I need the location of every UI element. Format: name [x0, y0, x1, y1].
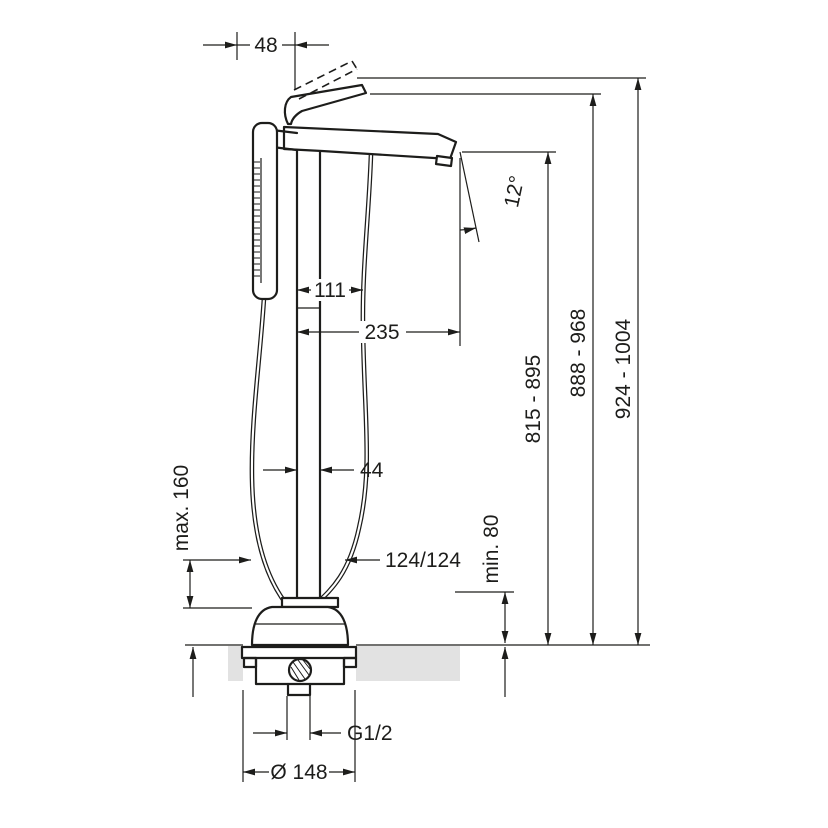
dim-label-g12: G1/2 [347, 722, 393, 745]
dim-spout-outlet-height: 815 - 895 [462, 151, 556, 645]
hand-shower-hose-inner [250, 297, 288, 606]
floor-mounting-body [240, 645, 358, 697]
hand-shower [251, 121, 279, 301]
dim-spout-angle: 12° [459, 151, 529, 243]
mixer-hose [314, 153, 374, 606]
floor-slab-left [228, 646, 243, 681]
mounting-bolt-right [342, 656, 358, 669]
dim-label-48: 48 [254, 34, 277, 57]
adjustment-nut [287, 657, 313, 683]
dim-hose-lengths: 124/124 [345, 549, 461, 572]
faucet-fixture [240, 60, 458, 697]
dim-hose-clearance: max. 160 [170, 465, 252, 609]
dim-label-44: 44 [360, 459, 384, 482]
dim-label-815-895: 815 - 895 [522, 355, 545, 444]
dim-label-12deg: 12° [500, 174, 529, 210]
dim-base-diameter: Ø 148 [242, 690, 356, 784]
nut-hatch [290, 659, 311, 681]
dim-label-max160: max. 160 [170, 465, 193, 551]
mounting-flange [240, 645, 358, 660]
dim-connection-thread: G1/2 [253, 696, 393, 745]
base-collar [280, 596, 340, 609]
spout-body [282, 125, 458, 161]
dim-label-min80: min. 80 [480, 515, 503, 584]
base-escutcheon [250, 605, 350, 647]
mixer-hose-inner [315, 153, 373, 605]
handle-raised-outline-2 [298, 68, 358, 100]
dim-label-888-968: 888 - 968 [567, 309, 590, 398]
dim-floor-clearance: min. 80 [455, 515, 514, 697]
dim-riser-width: 44 [263, 459, 384, 482]
dim-hose-offset: 111 [297, 279, 363, 302]
aerator [434, 154, 454, 168]
dim-label-235: 235 [364, 321, 399, 344]
dim-total-height: 924 - 1004 [357, 77, 646, 645]
mounting-housing [254, 656, 346, 686]
lever-handle [283, 83, 368, 126]
dim-label-924-1004: 924 - 1004 [612, 318, 635, 419]
dim-spout-reach: 235 [297, 158, 461, 346]
handle-raised-outline-tip [351, 60, 358, 70]
mounting-bolt-left [242, 656, 258, 669]
spray-face-hatch [254, 161, 260, 277]
dim-label-d148: Ø 148 [270, 761, 327, 784]
floor [185, 644, 650, 681]
dim-label-111: 111 [314, 279, 346, 302]
dim-label-124: 124/124 [385, 549, 461, 572]
shower-hoses [249, 153, 374, 607]
dim-handle-width: 48 [203, 32, 329, 90]
floor-slab-right [356, 646, 460, 681]
dim-handle-rest-height: 888 - 968 [370, 93, 601, 645]
connection-stub [286, 682, 312, 697]
hand-shower-hose [249, 297, 289, 607]
dimension-annotations: 48 12° 111 235 44 max. 160 [170, 32, 646, 784]
handle-raised-outline-1 [293, 60, 353, 91]
